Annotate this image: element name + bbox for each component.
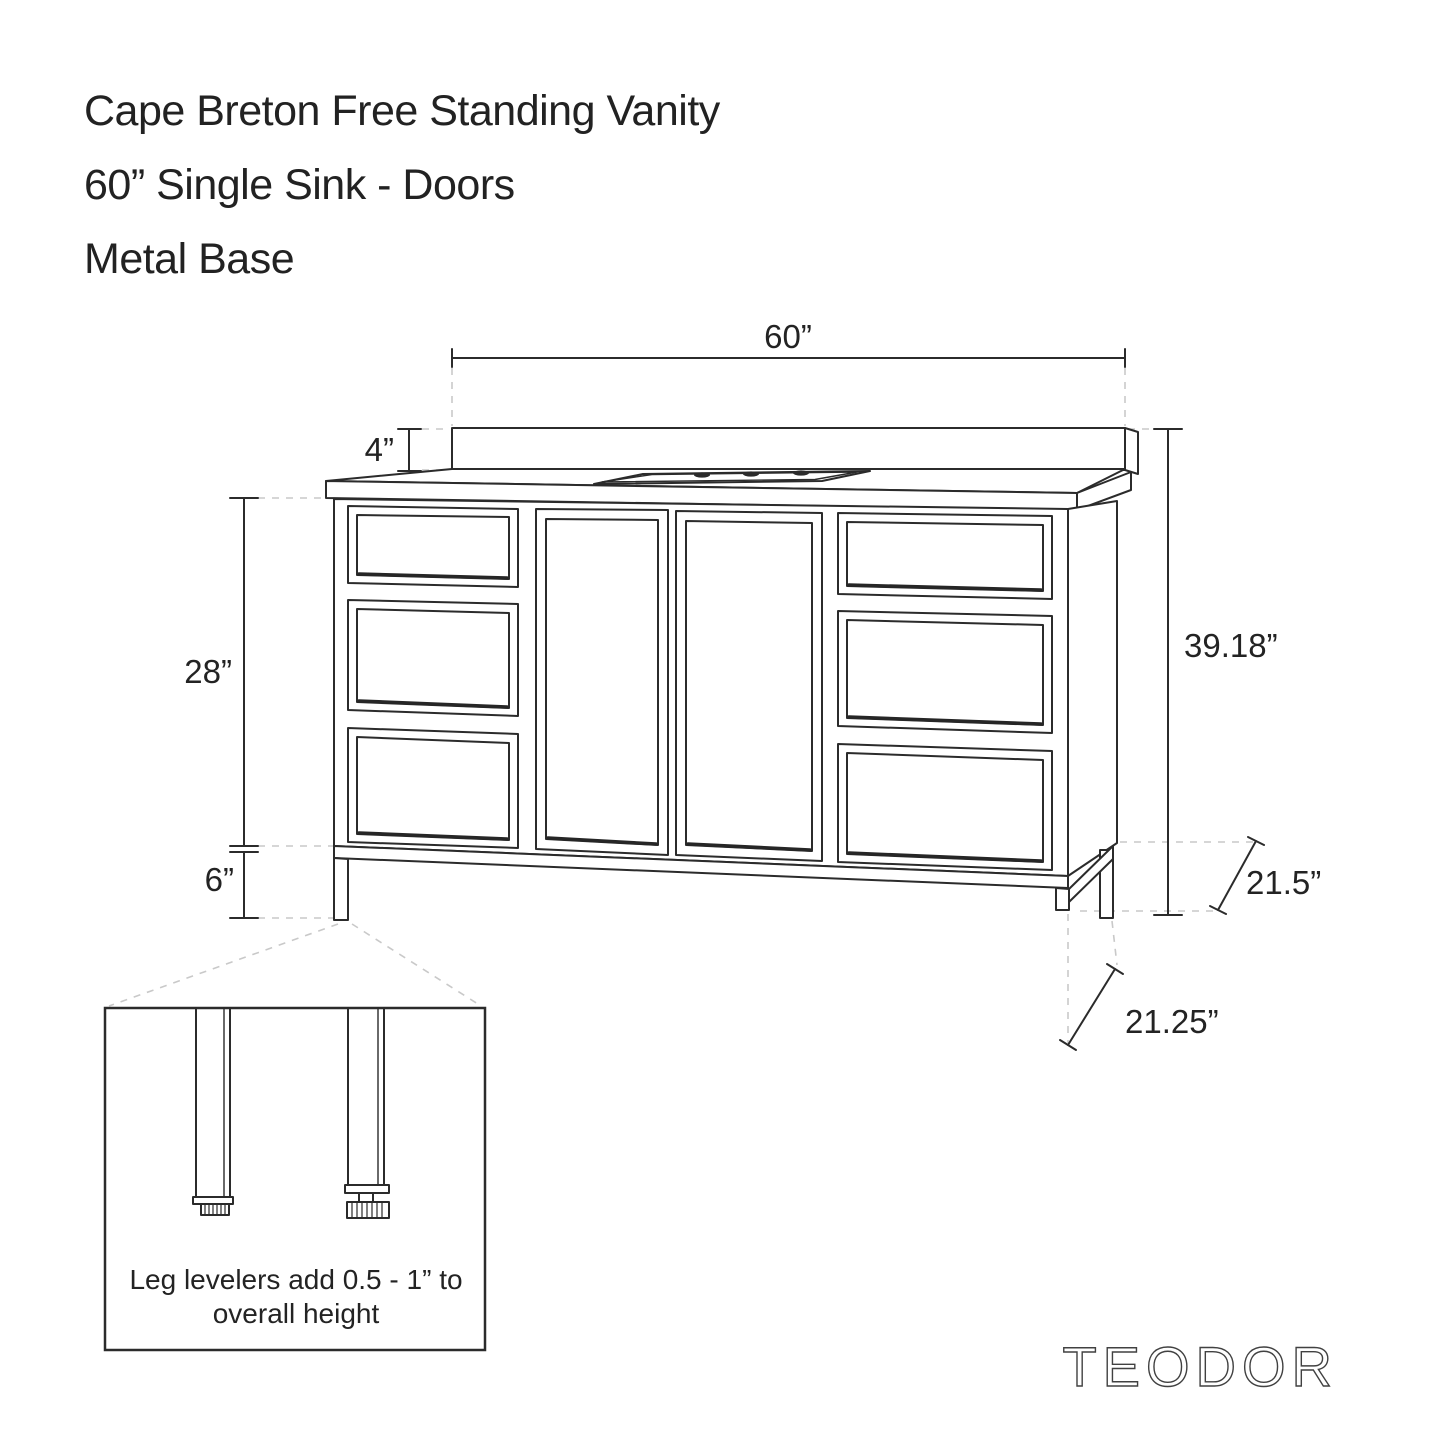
inset-leader-right — [351, 923, 482, 1007]
dimension-4: 4” — [365, 428, 422, 472]
dimension-21-5: 21.5” — [1209, 836, 1321, 915]
drawer-middle-right — [837, 610, 1053, 734]
drawer-middle-left — [347, 599, 519, 717]
drawer-bottom-right — [837, 743, 1053, 871]
drawer-bottom-left — [347, 727, 519, 849]
countertop-side-face — [1076, 471, 1132, 511]
cabinet-front-face — [333, 498, 1069, 877]
product-title: Cape Breton Free Standing Vanity 60” Sin… — [84, 74, 720, 296]
product-title-line1: Cape Breton Free Standing Vanity — [84, 87, 720, 135]
left-drawer-stack — [347, 505, 519, 849]
dim-width-label: 60” — [764, 318, 812, 355]
product-title-line2: 60” Single Sink - Doors — [84, 161, 515, 209]
cabinet-side-face — [1067, 500, 1118, 877]
inset-note-line1: Leg levelers add 0.5 - 1” to — [129, 1264, 462, 1295]
faucet-holes — [694, 470, 809, 478]
metal-base — [333, 845, 1114, 921]
dimension-21-25: 21.25” — [1059, 963, 1219, 1051]
backsplash-side — [1124, 427, 1139, 475]
leg-leveler-inset: Leg levelers add 0.5 - 1” to overall hei… — [103, 1006, 487, 1352]
drawer-top-left — [347, 505, 519, 588]
product-title-line3: Metal Base — [84, 235, 295, 283]
dimension-28: 28” — [184, 497, 259, 847]
inset-leader-left — [108, 923, 339, 1007]
dimension-6: 6” — [205, 851, 259, 919]
cabinet-carcass — [333, 498, 1118, 877]
sink-cutout — [593, 470, 871, 485]
backsplash — [451, 427, 1139, 475]
inset-note-line2: overall height — [213, 1298, 380, 1329]
dimension-60: 60” — [451, 318, 1126, 368]
dim-cabinet-height-label: 28” — [184, 653, 232, 690]
dim-counter-depth-label: 21.5” — [1246, 864, 1321, 901]
dim-base-depth-label: 21.25” — [1125, 1003, 1219, 1040]
dim-leg-height-label: 6” — [205, 861, 234, 898]
right-drawer-stack — [837, 512, 1053, 871]
cabinet-doors — [535, 508, 823, 862]
drawer-top-right — [837, 512, 1053, 600]
backsplash-front — [451, 427, 1126, 471]
dimension-39-18: 39.18” — [1153, 428, 1278, 916]
door-right — [675, 510, 823, 862]
dim-backsplash-label: 4” — [365, 431, 394, 468]
dim-overall-height-label: 39.18” — [1184, 627, 1278, 664]
inset-leg-retracted — [192, 1007, 234, 1216]
inset-box — [103, 1006, 487, 1352]
brand-logo: TEODOR — [1062, 1335, 1338, 1398]
leg-front-right — [1055, 887, 1070, 911]
door-left — [535, 508, 669, 856]
leg-front-left — [333, 857, 349, 921]
inset-leg-extended — [344, 1007, 390, 1219]
